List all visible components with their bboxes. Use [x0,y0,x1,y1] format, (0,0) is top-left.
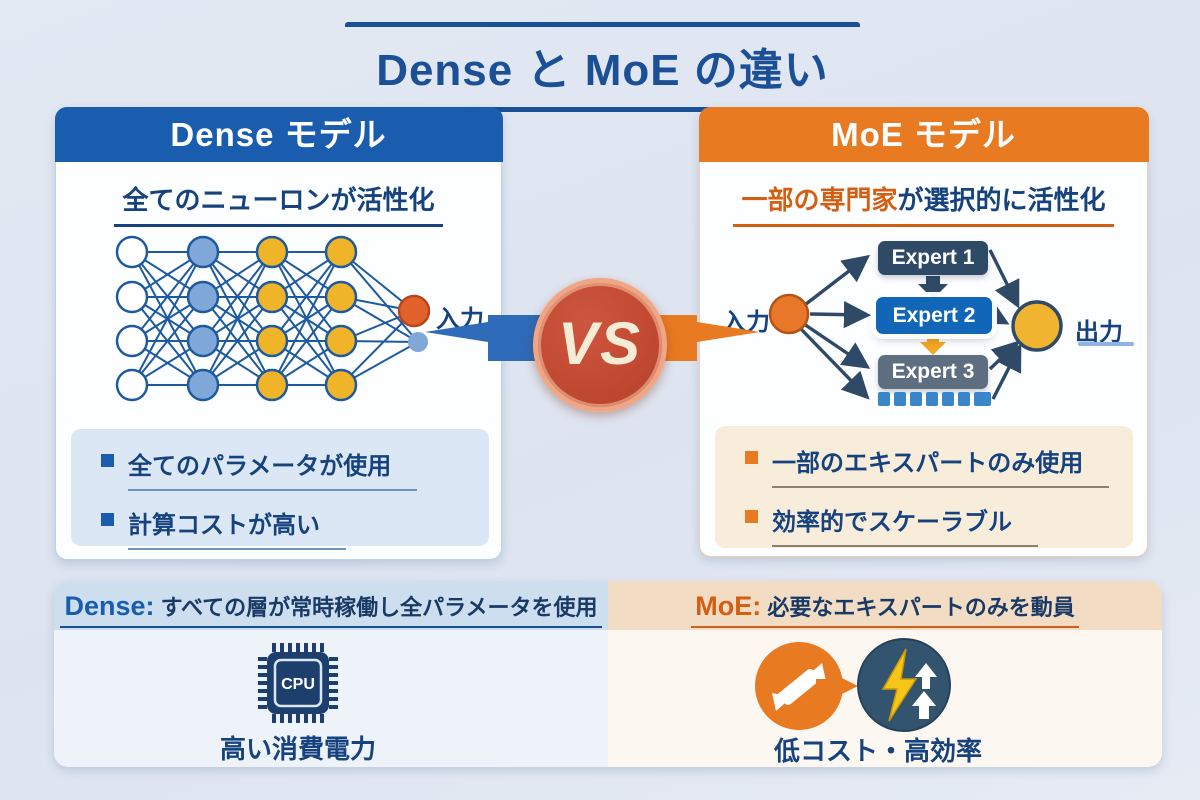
bottom-summary-card: Dense: すべての層が常時稼働し全パラメータを使用 CPU 高い消費電力 M… [54,581,1162,767]
token-square [878,392,890,406]
expert-3-box: Expert 3 [878,355,988,389]
list-item: 全てのパラメータが使用 [101,446,489,491]
bottom-dense-section: Dense: すべての層が常時稼働し全パラメータを使用 CPU 高い消費電力 [54,581,608,767]
moe-bullet-1: 一部のエキスパートのみ使用 [772,443,1110,488]
token-square [958,392,970,406]
moe-panel: MoE モデル 一部の専門家が選択的に活性化 Expert 1 Expert 2… [698,106,1149,557]
square-bullet-icon [101,513,114,526]
dense-panel: Dense モデル 全てのニューロンが活性化 入力 全てのパラメータが使用 計算… [54,106,503,560]
moe-prefix: MoE: [695,591,762,621]
token-square [894,392,906,406]
token-square [910,392,922,406]
dense-prefix: Dense: [64,591,155,621]
swap-arrows-icon [755,642,858,730]
dense-caption: 高い消費電力 [108,729,488,767]
list-item: 一部のエキスパートのみ使用 [745,443,1133,488]
page-title-text: Dense と MoE の違い [376,46,829,95]
vs-badge-label: VS [557,309,643,377]
moe-panel-header: MoE モデル [698,106,1149,162]
expert-1-box: Expert 1 [878,241,988,275]
dense-bullet-box: 全てのパラメータが使用 計算コストが高い [71,429,489,550]
bottom-moe-header-text: MoE: 必要なエキスパートのみを動員 [691,590,1079,628]
moe-subtitle: 一部の専門家が選択的に活性化 [700,180,1147,227]
moe-bullet-2: 効率的でスケーラブル [772,502,1038,547]
token-square [926,392,938,406]
moe-input-node [768,293,810,335]
token-square [942,392,954,406]
dense-bullet-1: 全てのパラメータが使用 [128,446,418,491]
cpu-chip-icon: CPU [258,643,338,723]
moe-subtitle-text: 一部の専門家が選択的に活性化 [733,180,1114,227]
list-item: 計算コストが高い [101,505,489,550]
expert-1-label: Expert 1 [891,246,975,269]
moe-subtitle-rest: が選択的に活性化 [897,185,1106,215]
lightning-efficiency-icon [857,638,951,732]
bottom-dense-header: Dense: すべての層が常時稼働し全パラメータを使用 [54,581,608,630]
dense-summary-text: すべての層が常時稼働し全パラメータを使用 [154,595,598,620]
expert-3-label: Expert 3 [891,360,975,383]
output-underline [1078,342,1134,346]
moe-caption: 低コスト・高効率 [688,731,1068,767]
moe-output-node [1011,300,1063,352]
moe-summary-text: 必要なエキスパートのみを動員 [761,595,1075,620]
expert-2-label: Expert 2 [892,304,976,327]
square-bullet-icon [745,510,758,523]
moe-routing-diagram [768,249,1063,400]
vs-badge: VS [533,278,667,412]
moe-input-arrow-icon [645,315,760,361]
list-item: 効率的でスケーラブル [745,502,1133,547]
square-bullet-icon [745,451,758,464]
moe-output-label: 出力 [1075,319,1123,346]
dense-input-arrow-icon [425,315,545,361]
moe-bullet-box: 一部のエキスパートのみ使用 効率的でスケーラブル [715,426,1133,548]
arrow-down-icon [920,336,946,355]
bottom-moe-header: MoE: 必要なエキスパートのみを動員 [608,581,1162,630]
dense-panel-header: Dense モデル [54,106,503,162]
dense-caption-text: 高い消費電力 [210,729,386,767]
arrow-down-icon [918,276,948,299]
cpu-chip-label: CPU [281,676,315,693]
token-square [974,392,991,406]
moe-caption-text: 低コスト・高効率 [764,731,992,767]
token-squares-row [878,392,991,406]
bottom-moe-section: MoE: 必要なエキスパートのみを動員 低コスト・高効率 [608,581,1162,767]
dense-subtitle-text: 全てのニューロンが活性化 [114,180,443,227]
dense-bullet-2: 計算コストが高い [128,505,346,550]
dense-network-diagram [115,235,431,402]
dense-subtitle: 全てのニューロンが活性化 [56,180,501,227]
moe-subtitle-highlight: 一部の専門家 [741,185,898,215]
bottom-dense-header-text: Dense: すべての層が常時稼働し全パラメータを使用 [60,590,602,628]
page-title: Dense と MoE の違い [345,22,860,112]
expert-2-box: Expert 2 [876,297,992,334]
square-bullet-icon [101,454,114,467]
